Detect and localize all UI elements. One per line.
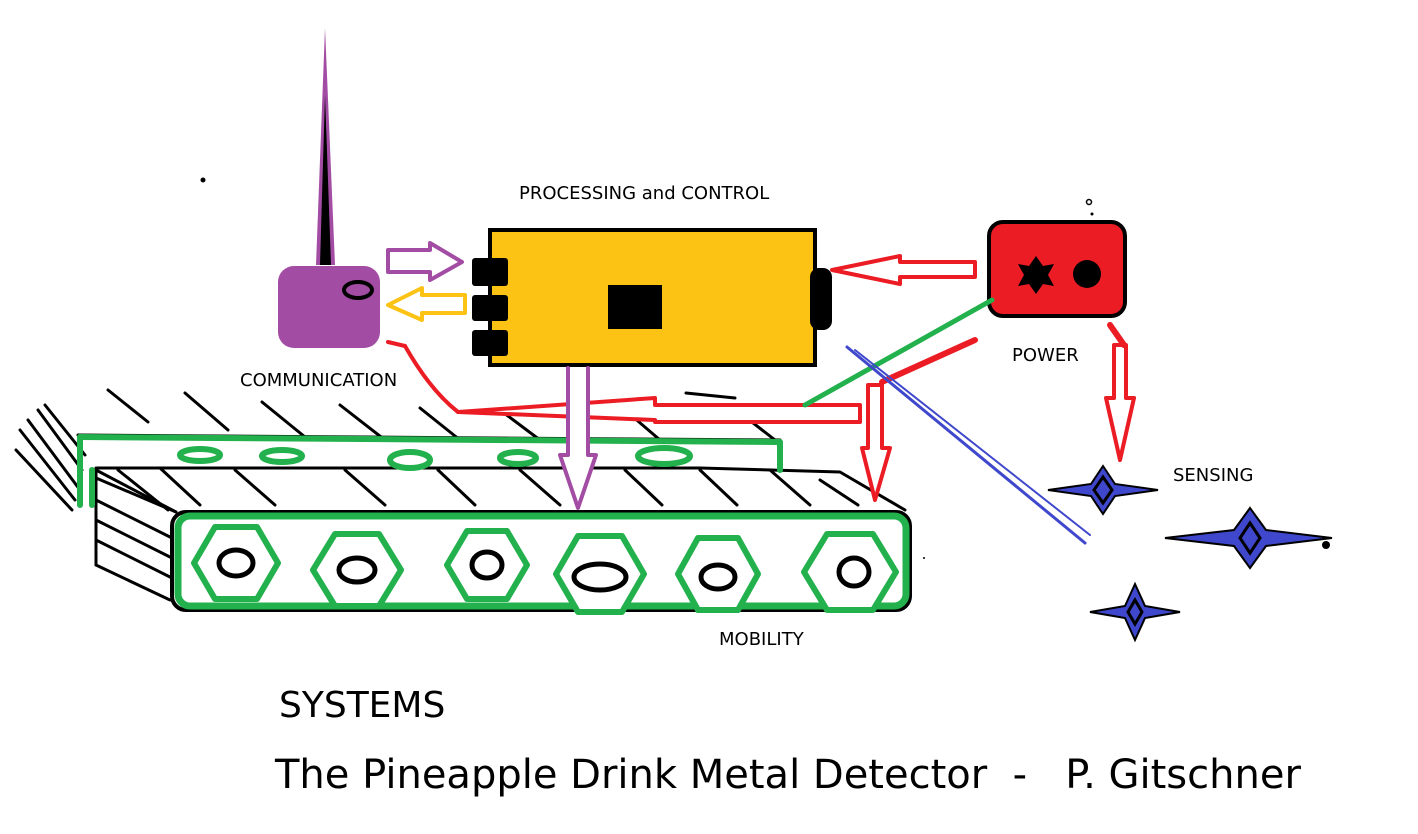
arrow-processing-to-mobility	[558, 366, 598, 510]
sensing-unit	[1047, 464, 1333, 643]
port-left-2	[472, 295, 508, 321]
star-icon	[1018, 256, 1054, 294]
track-front-panel	[170, 510, 912, 612]
port-left-3	[472, 330, 508, 356]
diagram-title: The Pineapple Drink Metal Detector - P. …	[275, 752, 1301, 798]
sparkle-star-icon	[1164, 506, 1333, 570]
wheel	[801, 531, 899, 613]
wire-power-green	[802, 297, 995, 408]
communication-unit	[278, 28, 467, 348]
arrow-processing-to-communication	[386, 286, 467, 322]
sparkle-star-icon	[1089, 581, 1181, 643]
power-unit	[987, 198, 1127, 318]
power-label: POWER	[1012, 345, 1079, 366]
diagram-heading: SYSTEMS	[279, 685, 446, 726]
dot-icon	[1073, 260, 1101, 288]
power-arrows	[456, 254, 1136, 502]
wheel	[675, 535, 761, 613]
mobility-track	[14, 388, 912, 615]
port-right	[810, 268, 832, 330]
track-wheels	[191, 524, 899, 615]
wheel	[553, 533, 647, 615]
communication-box	[278, 266, 380, 348]
wheel	[444, 528, 530, 602]
arrow-power-to-processing	[830, 254, 977, 286]
port-left-1	[472, 258, 508, 286]
sparkle-star-icon	[1047, 464, 1159, 516]
arrow-power-to-mobility	[860, 383, 892, 502]
arrow-power-to-sensing	[1104, 343, 1136, 462]
sensing-label: SENSING	[1173, 465, 1254, 486]
processing-control-unit	[472, 228, 832, 367]
antenna-icon	[316, 28, 335, 265]
arrow-communication-to-processing	[386, 241, 464, 282]
power-box	[987, 220, 1127, 318]
upper-frame	[77, 434, 783, 508]
processing-chip	[608, 285, 662, 329]
communication-label: COMMUNICATION	[240, 370, 398, 391]
wire-sensing-blue-1	[845, 345, 1087, 545]
arrow-power-to-communication	[456, 396, 862, 424]
wheel	[191, 524, 281, 602]
wire-sensing-blue-2	[854, 349, 1091, 536]
processing-label: PROCESSING and CONTROL	[519, 183, 770, 204]
communication-indicator	[342, 280, 374, 300]
mobility-label: MOBILITY	[719, 629, 804, 650]
wheel	[310, 531, 404, 609]
wires	[200, 177, 1127, 559]
